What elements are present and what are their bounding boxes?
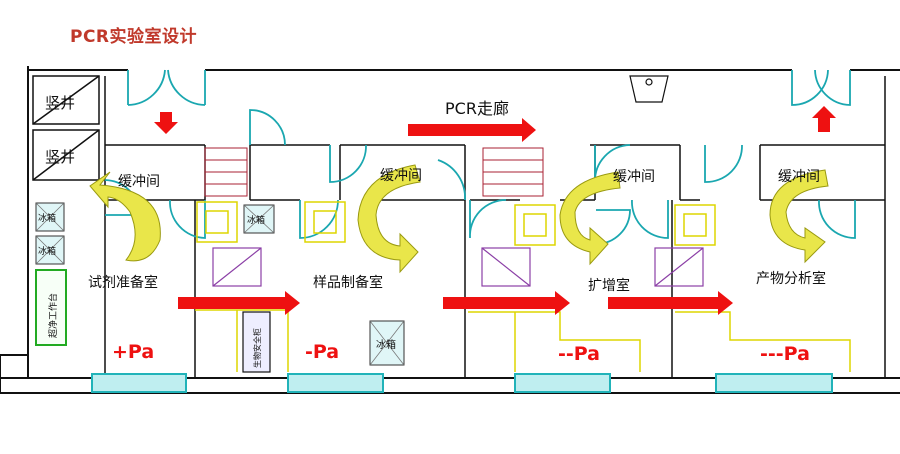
fridge-label: 冰箱 — [247, 214, 265, 226]
room-label: 试剂准备室 — [88, 274, 158, 291]
page-title: PCR实验室设计 — [70, 27, 198, 47]
benches — [195, 201, 851, 372]
room-label: 样品制备室 — [313, 274, 383, 291]
biosafety-cabinet-label: 生物安全柜 — [252, 328, 262, 368]
ultra-bench-label: 超净工作台 — [47, 293, 59, 338]
pressure-label: +Pa — [112, 341, 154, 363]
windows — [91, 373, 833, 393]
buffer-room-label: 缓冲间 — [778, 169, 820, 185]
fridge-label: 冰箱 — [376, 338, 396, 351]
buffer-room-label: 缓冲间 — [613, 169, 655, 185]
buffer-room-label: 缓冲间 — [380, 168, 422, 184]
fridge-label: 冰箱 — [38, 245, 56, 257]
flow-arrows — [154, 106, 836, 315]
airflow-arrows — [89, 164, 829, 274]
shafts — [32, 75, 100, 181]
pressure-label: -Pa — [305, 341, 339, 363]
room-label: 扩增室 — [588, 277, 630, 294]
interior-walls — [104, 76, 886, 378]
shaft-label: 竖井 — [45, 94, 75, 112]
shaft-label: 竖井 — [45, 148, 75, 166]
biosafety-cabinet — [242, 311, 271, 373]
room-label: 产物分析室 — [756, 270, 826, 287]
fridge-label: 冰箱 — [38, 212, 56, 224]
sink-fixture — [629, 75, 669, 103]
ultra-bench — [35, 269, 67, 346]
buffer-room-label: 缓冲间 — [118, 174, 160, 190]
pressure-label: --Pa — [558, 343, 600, 365]
pressure-label: ---Pa — [760, 343, 810, 365]
corridor-label: PCR走廊 — [445, 99, 509, 118]
shelving-racks — [204, 147, 544, 197]
instrument-marks — [212, 247, 704, 287]
door-swings — [104, 69, 856, 245]
